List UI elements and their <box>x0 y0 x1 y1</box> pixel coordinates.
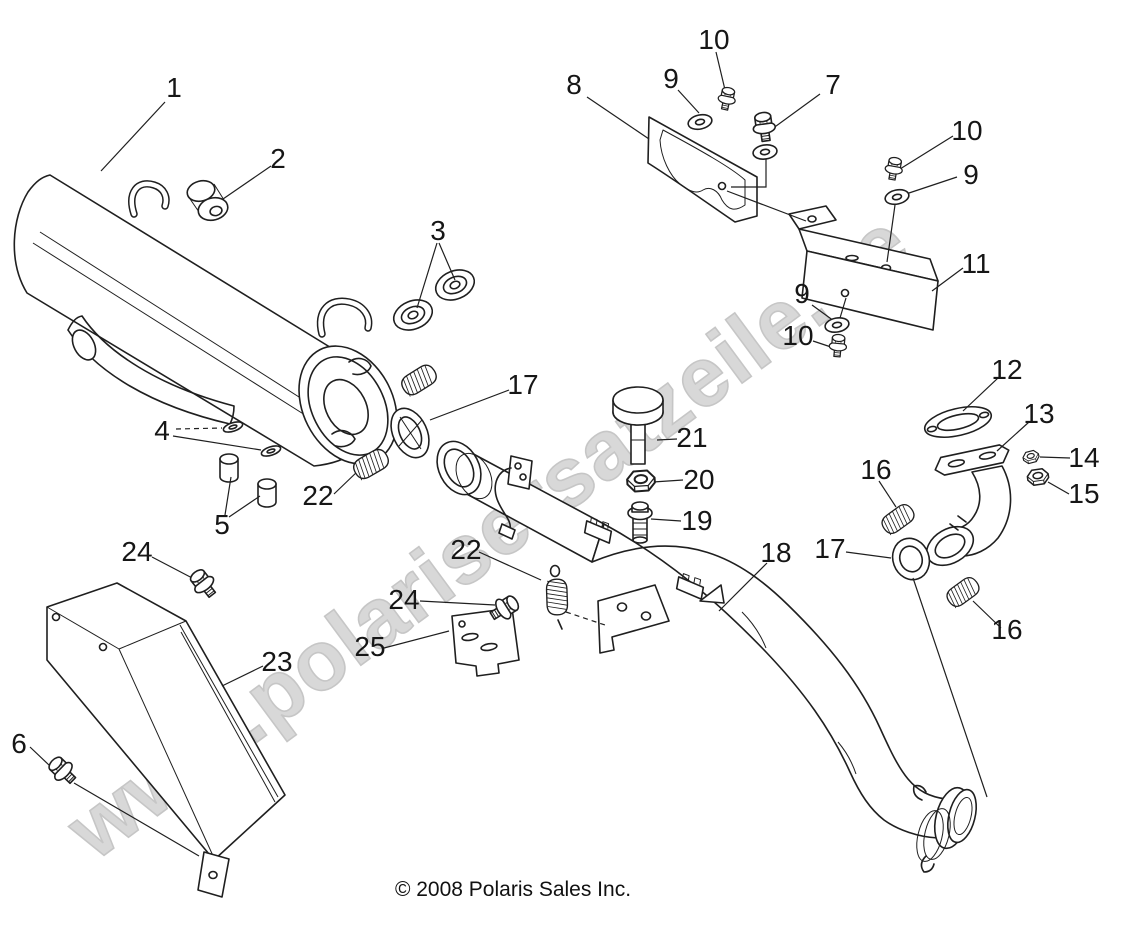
callout-12: 12 <box>991 354 1022 385</box>
spring-22b <box>545 564 569 630</box>
callout-9c: 9 <box>794 278 810 309</box>
pipe-hanger-bracket <box>494 455 533 540</box>
callout-23: 23 <box>261 646 292 677</box>
head-pipe-18 <box>436 440 978 873</box>
callout-9a: 9 <box>663 63 679 94</box>
callout-16a: 16 <box>860 454 891 485</box>
heat-shield-23 <box>46 582 286 898</box>
callout-10a: 10 <box>698 24 729 55</box>
callout-3: 3 <box>430 215 446 246</box>
leader-lines <box>29 51 1071 857</box>
callout-25: 25 <box>354 631 385 662</box>
nut-20 <box>625 469 657 493</box>
callout-labels: 1 2 3 4 5 6 7 8 9 10 10 9 11 9 10 12 13 … <box>11 24 1099 759</box>
grommet-2 <box>186 179 229 222</box>
bracket-8 <box>647 116 758 223</box>
callout-18: 18 <box>760 537 791 568</box>
callout-5: 5 <box>214 509 230 540</box>
bolt-19 <box>627 501 653 544</box>
spacer-5b <box>257 478 277 508</box>
callout-8: 8 <box>566 69 582 100</box>
callout-17a: 17 <box>507 369 538 400</box>
bracket-25 <box>451 607 520 677</box>
bolt-21 <box>612 386 664 465</box>
copyright-text: © 2008 Polaris Sales Inc. <box>395 878 631 901</box>
callout-19: 19 <box>681 505 712 536</box>
pipe-mount-plate <box>597 584 725 654</box>
callout-22a: 22 <box>302 480 333 511</box>
callout-14: 14 <box>1068 442 1099 473</box>
callout-1: 1 <box>166 72 182 103</box>
flange-13 <box>934 444 1010 476</box>
callout-24a: 24 <box>121 536 152 567</box>
clip-4a <box>222 421 244 433</box>
callout-20: 20 <box>683 464 714 495</box>
callout-13: 13 <box>1023 398 1054 429</box>
callout-7: 7 <box>825 69 841 100</box>
muffler <box>13 174 398 467</box>
grommet-3b <box>434 269 476 301</box>
callout-9b: 9 <box>963 159 979 190</box>
gasket-12 <box>923 405 993 439</box>
clip-4b <box>260 445 282 457</box>
callout-10b: 10 <box>951 115 982 146</box>
callout-11: 11 <box>961 248 990 279</box>
spacer-5a <box>219 453 239 483</box>
bracket-11 <box>788 205 939 331</box>
callout-4: 4 <box>154 415 170 446</box>
callout-16b: 16 <box>991 614 1022 645</box>
callout-10c: 10 <box>782 320 813 351</box>
callout-21: 21 <box>676 422 707 453</box>
donut-gasket-17a <box>390 407 430 459</box>
donut-gasket-17b <box>891 537 931 581</box>
callout-17b: 17 <box>814 533 845 564</box>
callout-2: 2 <box>270 143 286 174</box>
callout-6: 6 <box>11 728 27 759</box>
grommet-3a <box>392 299 434 331</box>
callout-24b: 24 <box>388 584 419 615</box>
elbow-pipe <box>925 465 1012 567</box>
callout-15: 15 <box>1068 478 1099 509</box>
callout-22b: 22 <box>450 534 481 565</box>
